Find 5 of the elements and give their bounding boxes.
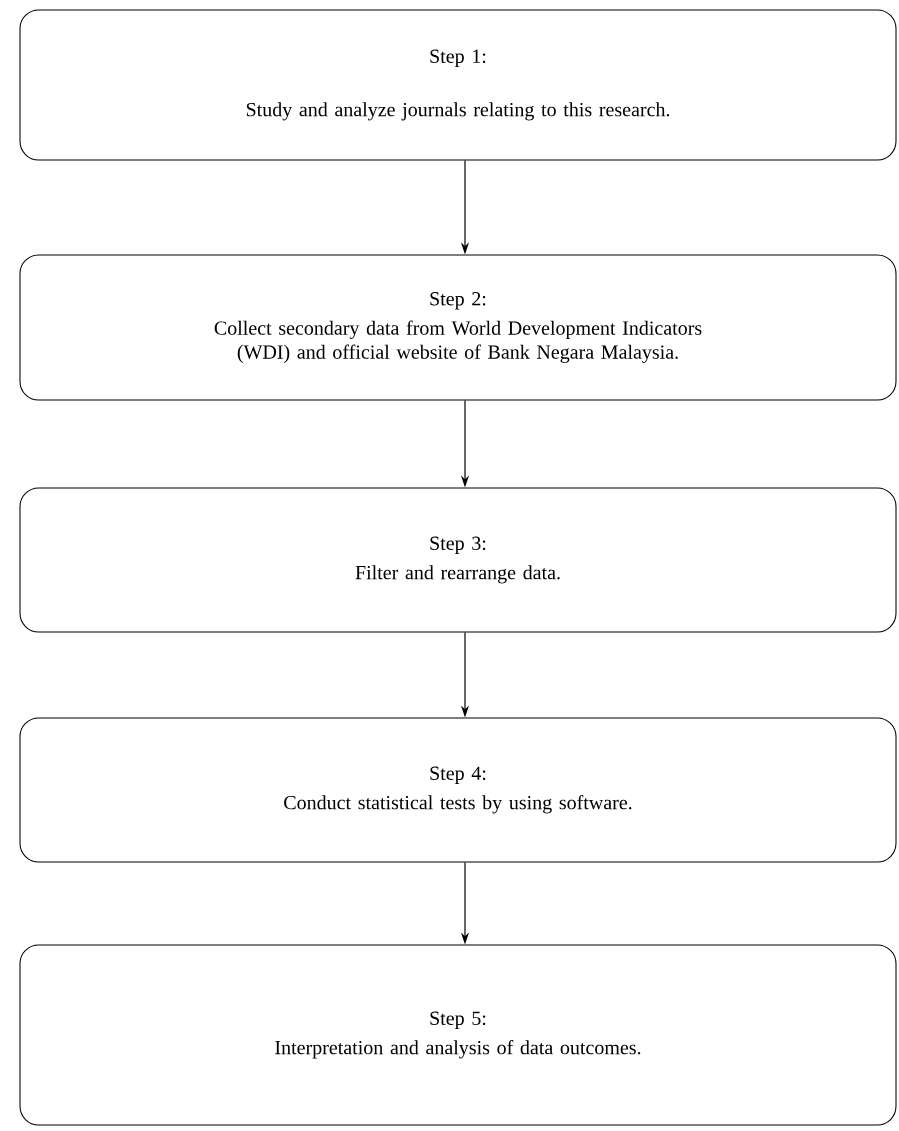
step-box: Step 2: Collect secondary data from World Development Indicators (WDI) and official website of Bank Negara Malaysia. [19,254,897,401]
step-box: Step 4: Conduct statistical tests by using software. [19,717,897,863]
step-box: Step 3: Filter and rearrange data. [19,487,897,633]
step-box: Step 5: Interpretation and analysis of data outcomes. [19,944,897,1126]
step-box: Step 1: Study and analyze journals relating to this research. [19,9,897,161]
